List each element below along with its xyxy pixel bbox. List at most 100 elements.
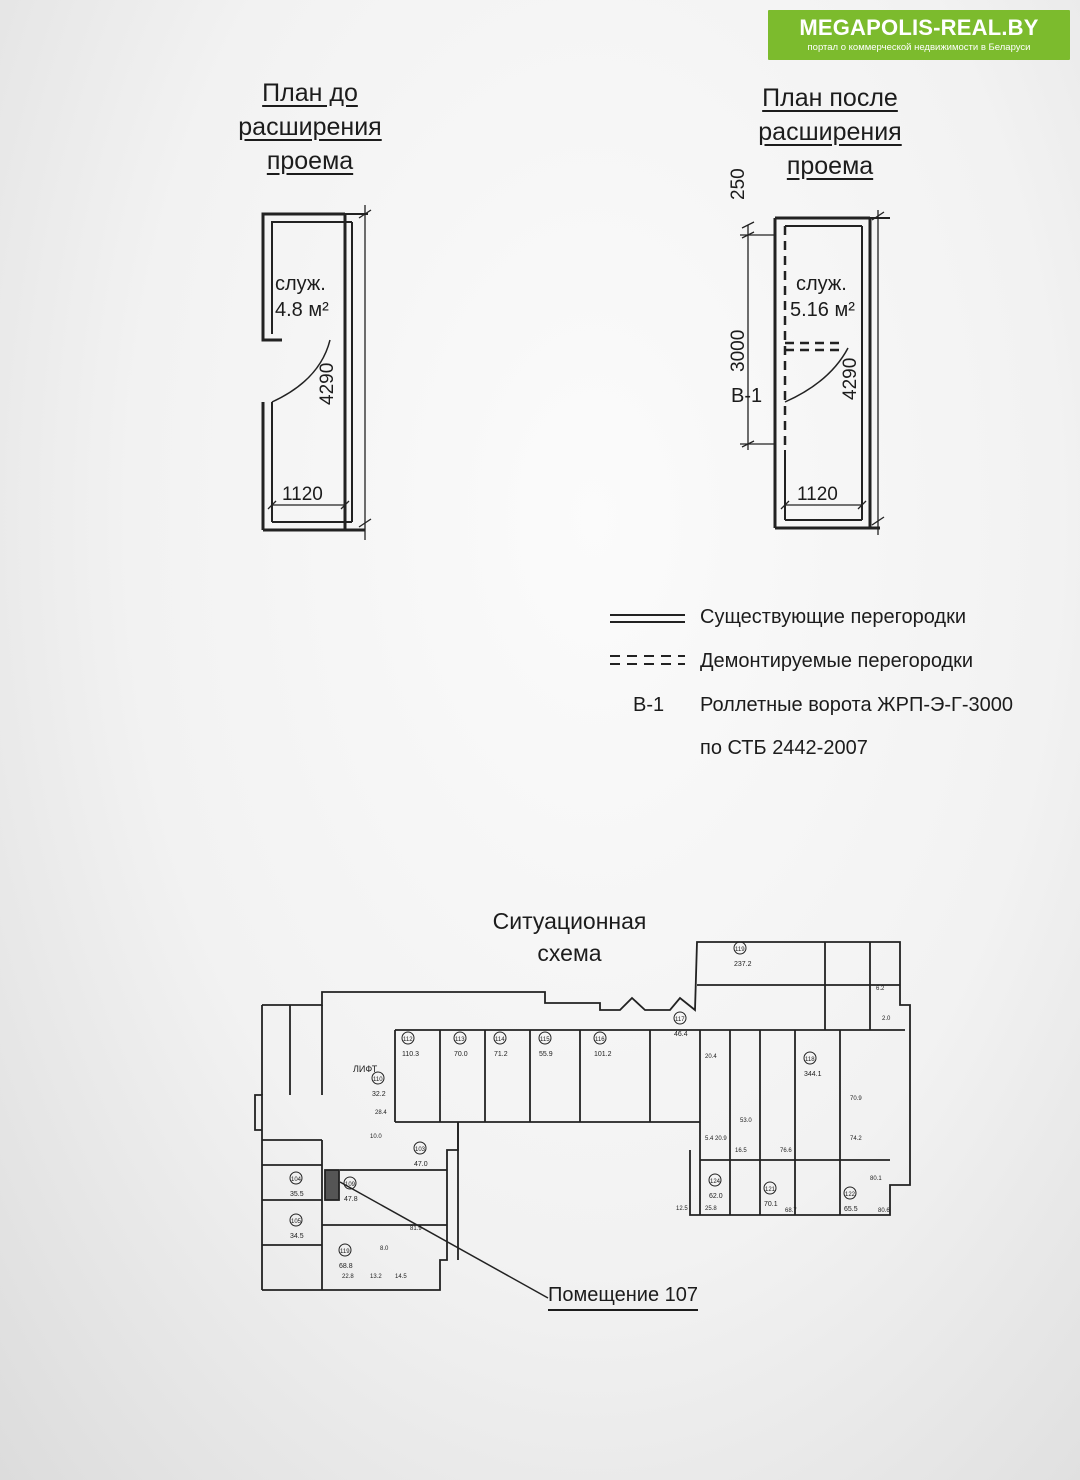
- area-value: 12.5: [676, 1206, 688, 1212]
- room-number-circle: [733, 941, 747, 955]
- plan-after-dim-top: 250: [728, 168, 749, 200]
- room-number: 119: [735, 947, 745, 953]
- lift-label: ЛИФТ: [353, 1064, 378, 1074]
- room-area: 47.0: [414, 1161, 428, 1168]
- area-value: 70.9: [850, 1096, 862, 1102]
- plan-before-dim-length: 4290: [317, 363, 338, 405]
- room-number-circle: [401, 1031, 415, 1045]
- room-number: 114: [495, 1037, 505, 1043]
- area-value: 20.4: [705, 1054, 717, 1060]
- room-area: 34.5: [290, 1233, 304, 1240]
- room-number: 121: [765, 1187, 776, 1193]
- plan-after-dim-opening: 3000: [728, 330, 749, 372]
- room-area: 101.2: [594, 1051, 612, 1058]
- area-value: 76.6: [780, 1148, 792, 1154]
- room-number-circle: [493, 1031, 507, 1045]
- room-area: 70.0: [454, 1051, 468, 1058]
- area-value: 8.0: [380, 1246, 389, 1252]
- situation-title: Ситуационная схема: [492, 908, 647, 966]
- area-value: 28.4: [375, 1110, 387, 1116]
- area-value: 80.6: [878, 1208, 890, 1214]
- room-number-circle: [289, 1213, 303, 1227]
- brand-tagline: портал о коммерческой недвижимости в Бел…: [807, 42, 1031, 53]
- plan-after-title: План после расширения проема: [758, 84, 902, 180]
- room-number-circle: [673, 1011, 687, 1025]
- room-number: 122: [845, 1192, 856, 1198]
- room-labels: 112 110.3 113 70.0 114 71.2 115 55.9 116 101.2 117…: [289, 941, 858, 1270]
- plan-after-room-name: служ.: [796, 273, 847, 295]
- room-area: 70.1: [764, 1201, 778, 1208]
- legend-demolished-label: Демонтируемые перегородки: [700, 650, 974, 672]
- situation-scheme: [254, 941, 911, 1299]
- room-number-circle: [338, 1243, 352, 1257]
- room-107-callout: Помещение 107: [548, 1284, 698, 1311]
- plan-before-drawing: [261, 205, 372, 540]
- plan-after-drawing: [740, 210, 890, 535]
- legend-existing-label: Существующие перегородки: [700, 606, 967, 628]
- room-area: 55.9: [539, 1051, 553, 1058]
- plan-before-room-name: служ.: [275, 273, 326, 295]
- extra-area-labels: 20.4 53.0 20.9 74.2 70.9 80.1 25.8 12.5 16.5 28.4…: [342, 986, 891, 1280]
- area-value: 22.8: [342, 1274, 354, 1280]
- area-value: 10.0: [370, 1134, 382, 1140]
- room-area: 62.0: [709, 1193, 723, 1200]
- room-number-circle: [708, 1173, 722, 1187]
- area-value: 13.2: [370, 1274, 382, 1280]
- room-area: 237.2: [734, 961, 752, 968]
- room-number: 105: [291, 1219, 302, 1225]
- area-value: 68.7: [785, 1208, 797, 1214]
- room-number: 117: [675, 1017, 685, 1023]
- room-number-circle: [763, 1181, 777, 1195]
- room-number: 112: [403, 1037, 413, 1043]
- area-value: 74.2: [850, 1136, 862, 1142]
- room-number-circle: [413, 1141, 427, 1155]
- legend-gate-line1: Роллетные ворота ЖРП-Э-Г-3000: [700, 694, 1014, 716]
- room-area: 35.5: [290, 1191, 304, 1198]
- room-area: 46.4: [674, 1031, 688, 1038]
- room-number: 113: [455, 1037, 465, 1043]
- room-number: 124: [710, 1179, 721, 1185]
- room-area: 68.8: [339, 1263, 353, 1270]
- brand-name: MEGAPOLIS-REAL.BY: [799, 15, 1039, 40]
- legend-gate-code: В-1: [633, 694, 665, 716]
- area-value: 2.0: [882, 1016, 891, 1022]
- room-number: 115: [540, 1037, 550, 1043]
- room-number: 103: [415, 1147, 426, 1153]
- room-number-circle: [343, 1176, 357, 1190]
- plan-before-title: План до расширения проема: [238, 79, 382, 175]
- room-area: 110.3: [402, 1051, 419, 1058]
- room-number-circle: [593, 1031, 607, 1045]
- room-number-circle: [803, 1051, 817, 1065]
- room-area: 71.2: [494, 1051, 508, 1058]
- room-number: 110: [373, 1077, 383, 1083]
- area-value: 25.8: [705, 1206, 717, 1212]
- area-value: 14.5: [395, 1274, 407, 1280]
- area-value: 20.9: [715, 1136, 727, 1142]
- plan-after-dim-length: 4290: [840, 358, 861, 400]
- room-number: 109: [345, 1182, 356, 1188]
- plan-after-dim-width: 1120: [797, 484, 838, 505]
- room-number-circle: [453, 1031, 467, 1045]
- brand-badge[interactable]: MEGAPOLIS-REAL.BY портал о коммерческой …: [768, 10, 1070, 60]
- room-number-circle: [538, 1031, 552, 1045]
- plan-before-dim-width: 1120: [282, 484, 323, 505]
- room-number: 118: [805, 1057, 815, 1063]
- room-number-circle: [843, 1186, 857, 1200]
- room-number-circle: [371, 1071, 385, 1085]
- area-value: 16.5: [735, 1148, 747, 1154]
- area-value: 81.9: [410, 1226, 422, 1232]
- room-number-circle: [289, 1171, 303, 1185]
- area-value: 80.1: [870, 1176, 882, 1182]
- legend-gate-line2: по СТБ 2442-2007: [700, 737, 868, 759]
- area-value: 5.4: [705, 1136, 714, 1142]
- room-area: 65.5: [844, 1206, 858, 1213]
- area-value: 53.0: [740, 1118, 752, 1124]
- plan-before-room-area: 4.8 м²: [275, 299, 329, 321]
- plan-after-room-area: 5.16 м²: [790, 299, 855, 321]
- room-area: 47.8: [344, 1196, 358, 1203]
- room-number: 119: [340, 1249, 350, 1255]
- area-value: 6.2: [876, 986, 885, 992]
- room-number: 116: [595, 1037, 605, 1043]
